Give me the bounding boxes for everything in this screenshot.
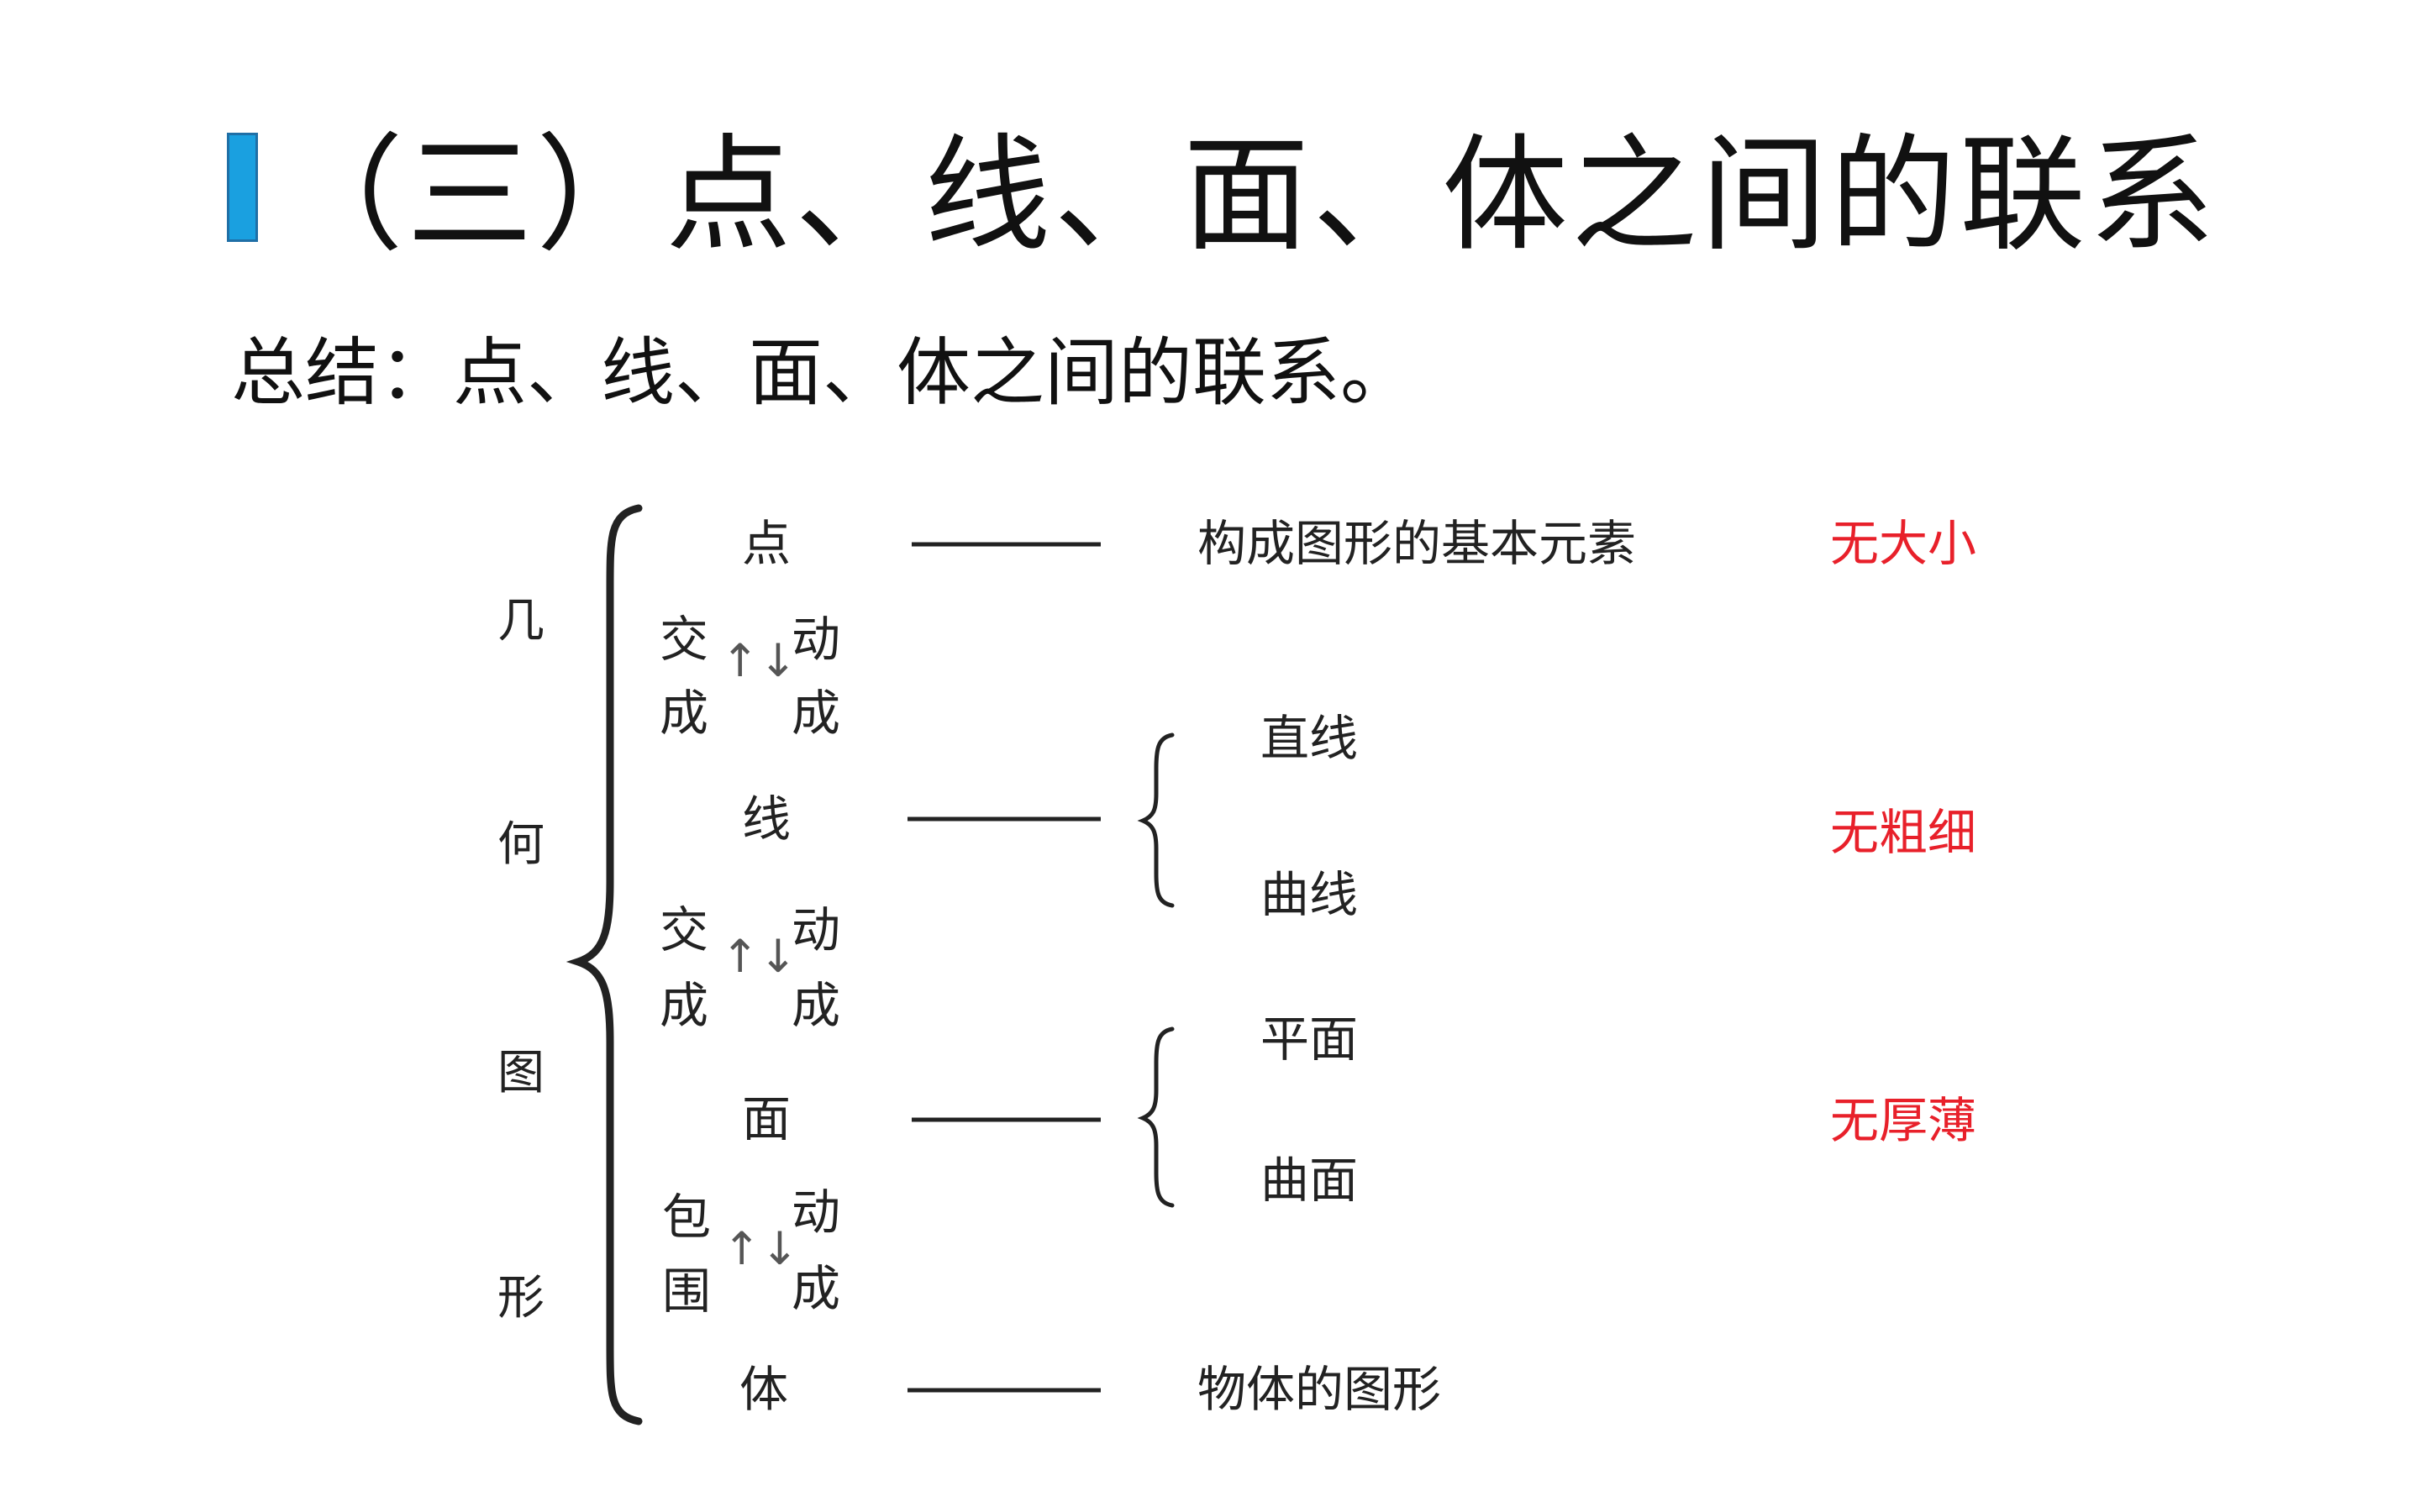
- element-surface: 面: [742, 1090, 792, 1147]
- element-line: 线: [742, 790, 792, 848]
- category-char-1: 几: [497, 594, 544, 648]
- category-char-3: 图: [497, 1046, 544, 1100]
- transition-2-left-bottom: 成: [660, 977, 709, 1034]
- title-marker: [227, 133, 258, 242]
- property-surface: 无厚薄: [1830, 1092, 1977, 1149]
- transition-3-left-top: 包: [662, 1189, 712, 1246]
- transition-1-right-top: 动: [792, 611, 841, 668]
- main-brace: [566, 504, 643, 1425]
- element-point: 点: [742, 515, 792, 572]
- page-title: （三）点、线、面、体之间的联系: [277, 123, 2219, 269]
- transition-2-arrows: ↑↓: [721, 930, 797, 983]
- transition-1-left-bottom: 成: [660, 685, 709, 742]
- transition-3-right-top: 动: [792, 1184, 841, 1241]
- transition-3-arrows: ↑↓: [723, 1222, 799, 1275]
- transition-1-left-top: 交: [660, 611, 709, 668]
- transition-3-right-bottom: 成: [792, 1260, 841, 1317]
- transition-2-right-top: 动: [792, 901, 841, 958]
- summary-text: 总结：点、线、面、体之间的联系。: [231, 329, 1415, 416]
- surface-type-curved: 曲面: [1260, 1152, 1359, 1209]
- transition-2-right-bottom: 成: [792, 977, 841, 1034]
- line-type-curve: 曲线: [1260, 866, 1359, 923]
- category-char-2: 何: [497, 817, 544, 872]
- transition-1-arrows: ↑↓: [721, 634, 797, 687]
- transition-3-left-bottom: 围: [662, 1263, 712, 1320]
- description-solid: 物体的图形: [1197, 1361, 1442, 1418]
- description-point: 构成图形的基本元素: [1197, 515, 1637, 572]
- transition-1-right-bottom: 成: [792, 685, 841, 742]
- surface-type-plane: 平面: [1260, 1011, 1359, 1068]
- property-point: 无大小: [1830, 515, 1977, 572]
- element-solid: 体: [739, 1361, 789, 1418]
- line-type-straight: 直线: [1260, 710, 1359, 767]
- line-types-brace: [1137, 732, 1175, 908]
- category-char-4: 形: [497, 1271, 544, 1326]
- property-line: 无粗细: [1830, 804, 1977, 861]
- surface-types-brace: [1137, 1026, 1175, 1208]
- transition-2-left-top: 交: [660, 901, 709, 958]
